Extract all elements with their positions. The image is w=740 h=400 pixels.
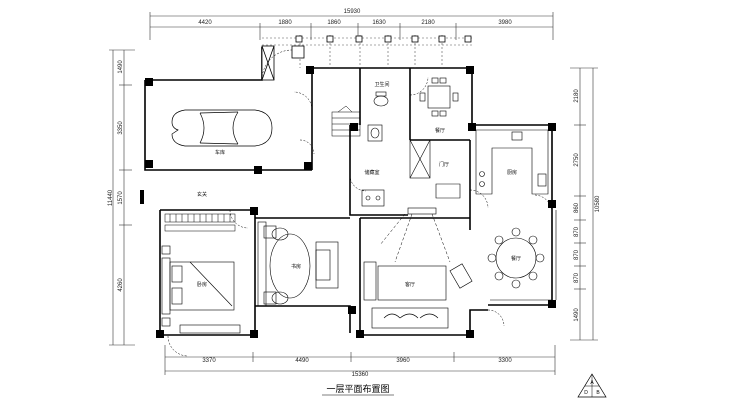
- bed-icon: [161, 245, 241, 334]
- pergola-posts: [261, 35, 472, 81]
- right-dim-5: 870: [574, 249, 580, 260]
- bottom-dim-4: 3300: [498, 358, 512, 364]
- stair-icon: [331, 105, 361, 137]
- round-dining-table-icon: [487, 210, 557, 301]
- left-dim-1: 1490: [118, 60, 124, 74]
- room-label-dining: 餐厅: [511, 255, 521, 262]
- top-dim-4: 1630: [372, 20, 386, 26]
- top-dimensions: 15930 4420 1880 1860 1630 2180 3980: [198, 9, 512, 26]
- top-dim-5: 2180: [421, 20, 435, 26]
- room-label-living: 客厅: [405, 281, 415, 288]
- bottom-dimensions: 3370 4490 3960 3300 15360: [202, 358, 512, 378]
- right-dim-3: 860: [574, 202, 580, 213]
- left-dimensions: 11440 1490 3350 1570 4260: [108, 60, 124, 292]
- right-dim-7: 1490: [574, 308, 580, 322]
- dimension-lines: [109, 12, 598, 375]
- right-total-dim: 10580: [595, 195, 601, 212]
- room-label-kitchen: 厨房: [507, 169, 517, 176]
- wardrobe: [361, 139, 461, 207]
- right-dim-1: 2180: [574, 89, 580, 103]
- north-marker-left: D: [584, 390, 588, 396]
- sink-icon: [367, 124, 383, 142]
- right-dim-2: 2750: [574, 153, 580, 167]
- top-dim-3: 1860: [327, 20, 341, 26]
- bottom-dim-1: 3370: [202, 358, 216, 364]
- entry-cabinet: [164, 213, 236, 232]
- living-furniture: [363, 207, 473, 329]
- room-label-garage: 车库: [215, 149, 225, 156]
- bottom-total-dim: 15360: [352, 372, 369, 378]
- walls: [144, 47, 553, 336]
- door-swings: [167, 49, 553, 357]
- columns: [140, 66, 556, 338]
- left-dim-4: 4260: [118, 278, 124, 292]
- bottom-dim-3: 3960: [396, 358, 410, 364]
- room-label-dining-small: 餐厅: [435, 127, 445, 134]
- north-marker-icon: A D B: [577, 373, 607, 398]
- room-label-hall: 玄关: [197, 191, 207, 198]
- car-icon: [171, 109, 273, 147]
- left-total-dim: 11440: [108, 189, 114, 206]
- room-label-storage: 储藏室: [364, 169, 379, 176]
- right-dim-4: 870: [574, 226, 580, 237]
- toilet-icon: [373, 91, 389, 107]
- top-dim-1: 4420: [198, 20, 212, 26]
- top-total-dim: 15930: [344, 9, 361, 15]
- room-label-bedroom: 卧房: [197, 281, 207, 288]
- top-dim-6: 3980: [498, 20, 512, 26]
- drawing-title: 一层平面布置图: [326, 383, 389, 394]
- room-labels: 车库 卫生间 餐厅 厨房 门厅 储藏室 玄关 书房 客厅 餐厅 卧房: [197, 81, 521, 288]
- top-dim-2: 1880: [278, 20, 292, 26]
- kitchen-counter: [475, 129, 549, 195]
- view-lines: [379, 213, 451, 263]
- small-dining-table-icon: [419, 77, 459, 117]
- north-marker-right: B: [596, 390, 600, 396]
- north-marker-top: A: [590, 380, 594, 386]
- room-label-study: 书房: [291, 263, 301, 270]
- room-label-bathroom: 卫生间: [374, 81, 389, 88]
- bottom-dim-2: 4490: [295, 358, 309, 364]
- left-dim-2: 3350: [118, 121, 124, 135]
- right-dimensions: 2180 2750 860 870 870 870 1490 10580: [574, 89, 601, 322]
- left-dim-3: 1570: [118, 191, 124, 205]
- right-dim-6: 870: [574, 272, 580, 283]
- room-label-entry: 门厅: [439, 161, 449, 168]
- study-furniture: [257, 221, 339, 307]
